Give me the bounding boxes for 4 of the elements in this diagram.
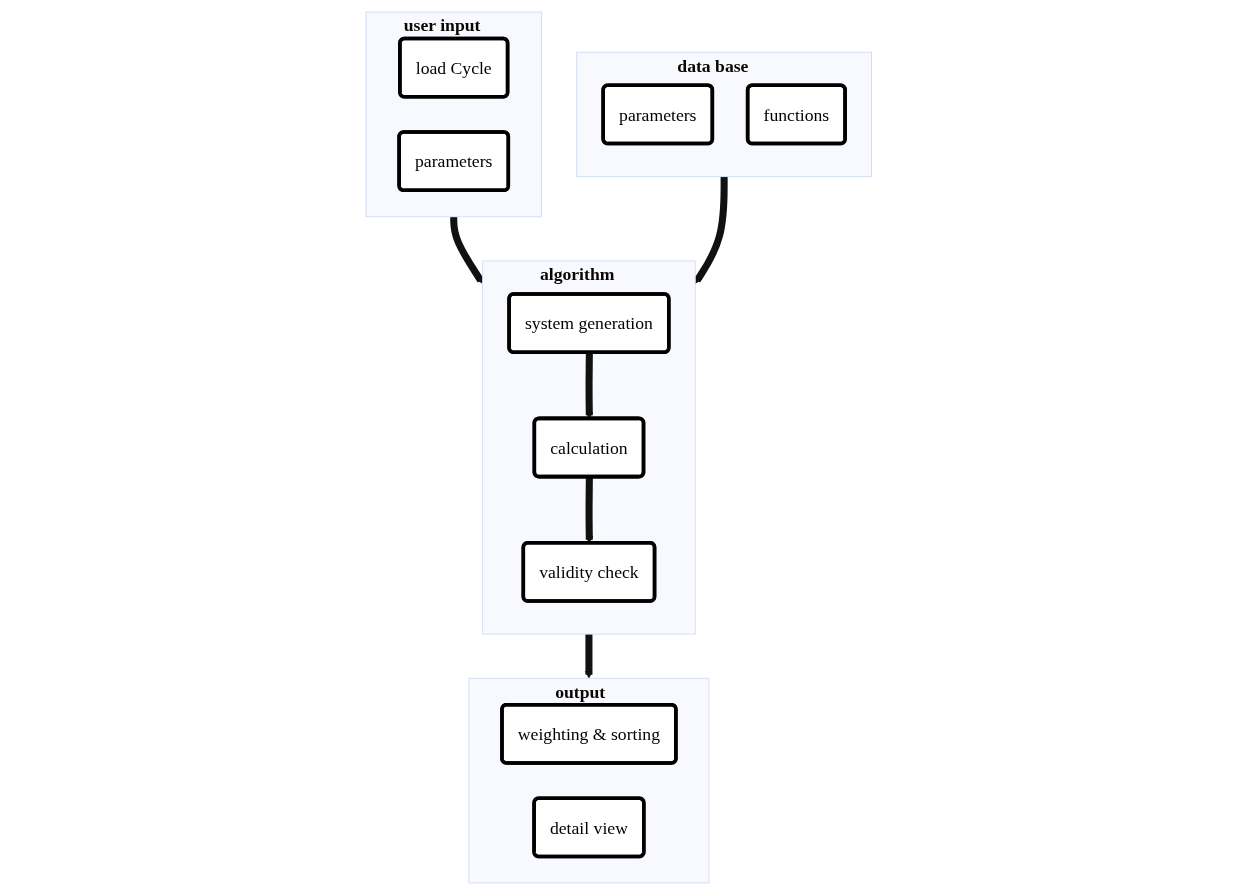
arrow	[449, 216, 484, 284]
arrow	[693, 176, 728, 284]
arrow	[585, 477, 593, 544]
arrow	[584, 634, 593, 679]
